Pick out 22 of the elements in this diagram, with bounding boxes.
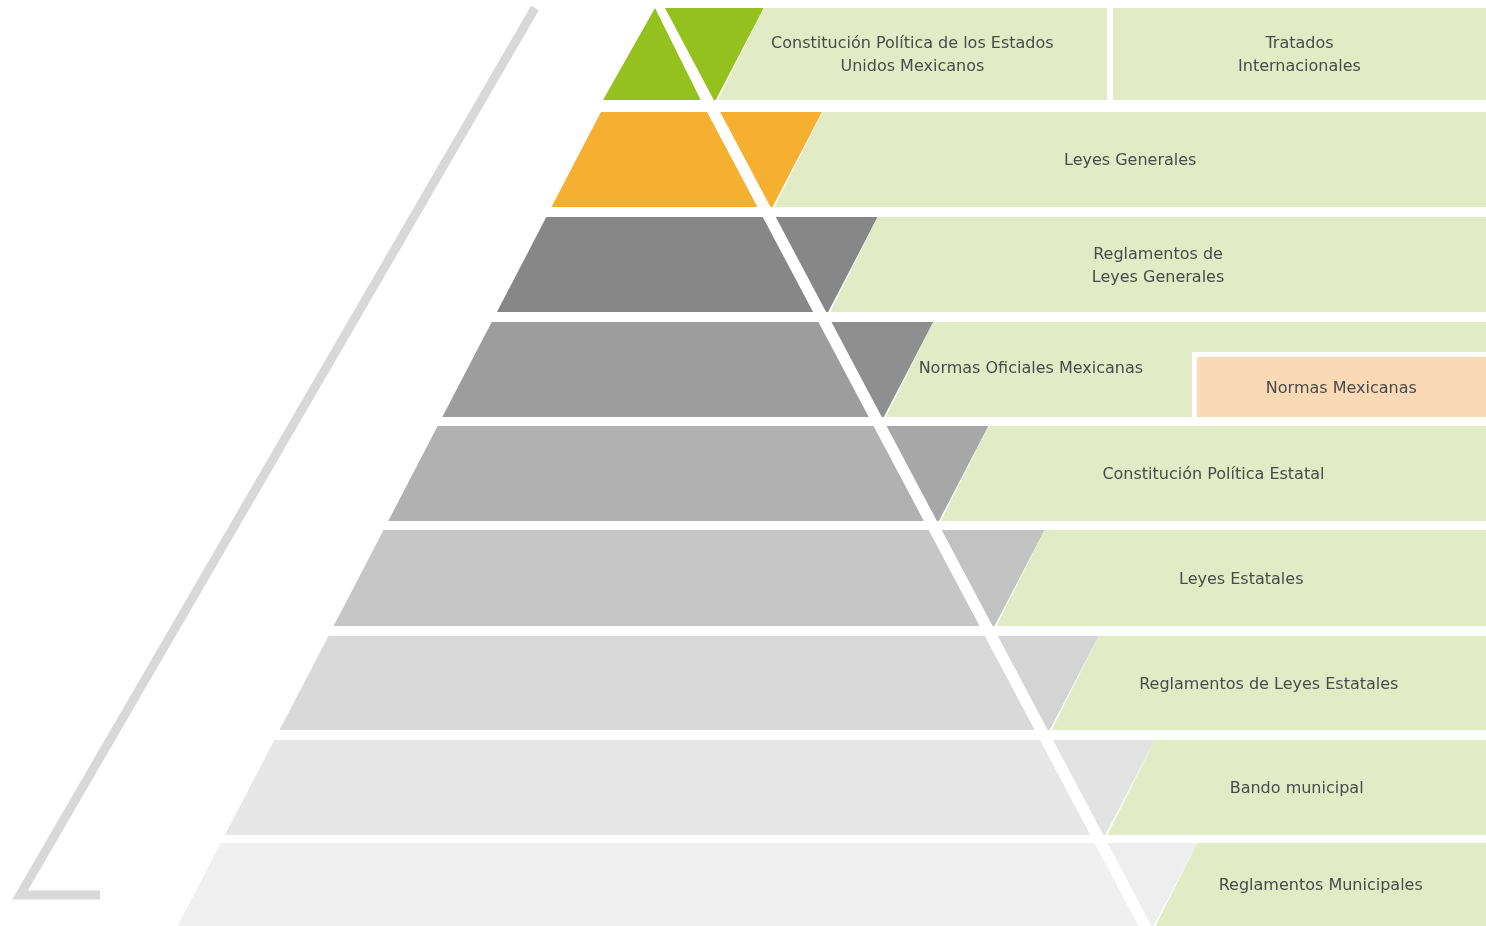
level-label: Normas Mexicanas: [1265, 376, 1417, 399]
level-label: Leyes Estatales: [1179, 567, 1304, 590]
label-box: [1191, 352, 1486, 417]
level-label: Tratados Internacionales: [1237, 32, 1362, 77]
label-box: [774, 112, 1486, 207]
level-label: Reglamentos de Leyes Estatales: [1139, 672, 1399, 695]
level-label: Reglamentos Municipales: [1218, 874, 1423, 896]
level-label: Leyes Generales: [1064, 149, 1197, 171]
label-box: [885, 322, 1486, 417]
label-box: [1051, 636, 1486, 730]
label-box: [830, 217, 1486, 312]
label-box: [1107, 740, 1486, 835]
level-label: Normas Oficiales Mexicanas: [918, 357, 1144, 379]
label-box: [1155, 843, 1486, 926]
level-label: Bando municipal: [1229, 777, 1364, 799]
label-box: [940, 426, 1486, 521]
label-box: [1113, 8, 1486, 100]
label-box: [996, 530, 1486, 626]
level-label: Constitución Política de los Estados Unidos Mexicanos: [770, 32, 1055, 77]
level-label: Reglamentos de Leyes Generales: [1090, 242, 1226, 288]
level-label: Constitución Política Estatal: [1102, 463, 1325, 485]
label-box: [717, 8, 1107, 100]
